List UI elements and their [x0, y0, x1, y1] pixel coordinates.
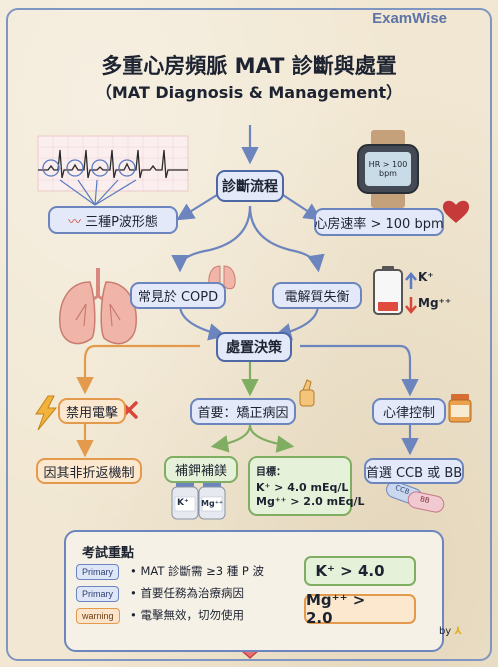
- node-no-cardioversion: 禁用電擊: [58, 398, 126, 424]
- exam-points-panel: 考試重點 Primary • MAT 診斷需 ≥3 種 P 波 Primary …: [64, 530, 444, 652]
- pill-bb-label: BB: [419, 495, 431, 505]
- node-electrolyte-imbalance: 電解質失衡: [272, 282, 362, 309]
- exam-item-3: • 電擊無效，切勿使用: [130, 608, 244, 622]
- bottle-mg-label: Mg⁺⁺: [201, 499, 224, 508]
- arrow-down-mg-icon: [405, 297, 417, 314]
- exam-k-target: K⁺ > 4.0: [304, 556, 416, 586]
- exam-k-target-text: K⁺ > 4.0: [315, 562, 385, 580]
- potassium-bottle-icon: [171, 482, 199, 520]
- node-rhythm-control: 心律控制: [372, 398, 446, 425]
- node-atrial-rate: 心房速率 > 100 bpm: [314, 208, 444, 236]
- exam-title: 考試重點: [82, 546, 135, 561]
- node-common-copd: 常見於 COPD: [130, 282, 226, 309]
- watch-hr-text: HR > 100: [368, 160, 408, 169]
- electrolyte-k-label: K⁺: [418, 270, 434, 284]
- p-wave-mini-icon: 〰: [68, 214, 82, 230]
- signature-text: by: [438, 626, 452, 637]
- lungs-icon: [59, 268, 137, 345]
- watch-screen: HR > 100 bpm: [365, 152, 411, 186]
- electrolyte-mg-label: Mg⁺⁺: [418, 296, 452, 310]
- exam-mg-target: Mg⁺⁺ > 2.0: [304, 591, 416, 627]
- signature-mark-icon: ⅄: [454, 626, 462, 637]
- node-p-wave-label: 三種P波形態: [85, 214, 158, 230]
- node-reentry-reason: 因其非折返機制: [36, 458, 142, 484]
- arrow-up-k-icon: [405, 272, 417, 289]
- capsules-icon: [386, 481, 445, 513]
- watch-unit-text: bpm: [379, 169, 397, 178]
- node-diagnosis-flow: 診斷流程: [216, 170, 284, 202]
- lightning-icon: [35, 395, 58, 431]
- ecg-strip-icon: [37, 135, 189, 206]
- node-prefer-drugs: 首選 CCB 或 BB: [364, 458, 464, 484]
- exam-tag-primary-2: Primary: [76, 586, 119, 602]
- exam-item-2: • 首要任務為治療病因: [130, 586, 244, 600]
- signature: by ⅄: [439, 626, 462, 637]
- exam-tag-primary-1: Primary: [76, 564, 119, 580]
- page-subtitle: （MAT Diagnosis & Management）: [95, 83, 403, 102]
- heart-small-icon: [442, 200, 470, 223]
- node-treatment-decision: 處置決策: [216, 332, 292, 362]
- exam-tag-warning: warning: [76, 608, 120, 624]
- node-supplement: 補鉀補鎂: [164, 456, 238, 483]
- exam-item-1: • MAT 診斷需 ≥3 種 P 波: [130, 564, 265, 578]
- node-first-step: 首要：矯正病因: [190, 398, 296, 425]
- thumbs-up-icon: [299, 379, 315, 407]
- outer-frame: [6, 8, 492, 661]
- page-title: 多重心房頻脈 MAT 診斷與處置: [101, 54, 397, 78]
- node-p-wave-shapes: 〰 三種P波形態: [48, 206, 178, 234]
- pill-bottle-icon: [448, 394, 472, 423]
- brand-logo: ExamWise: [367, 10, 452, 27]
- magnesium-bottle-icon: [198, 482, 226, 520]
- node-target-values: 目標： K⁺ > 4.0 mEq/L Mg⁺⁺ > 2.0 mEq/L: [248, 456, 365, 516]
- target-label: 目標：: [256, 467, 286, 478]
- battery-icon: [373, 266, 403, 315]
- target-k-line: K⁺ > 4.0 mEq/L: [256, 481, 349, 494]
- exam-mg-target-text: Mg⁺⁺ > 2.0: [306, 591, 366, 627]
- bottle-k-label: K⁺: [177, 498, 189, 508]
- target-mg-line: Mg⁺⁺ > 2.0 mEq/L: [256, 495, 365, 508]
